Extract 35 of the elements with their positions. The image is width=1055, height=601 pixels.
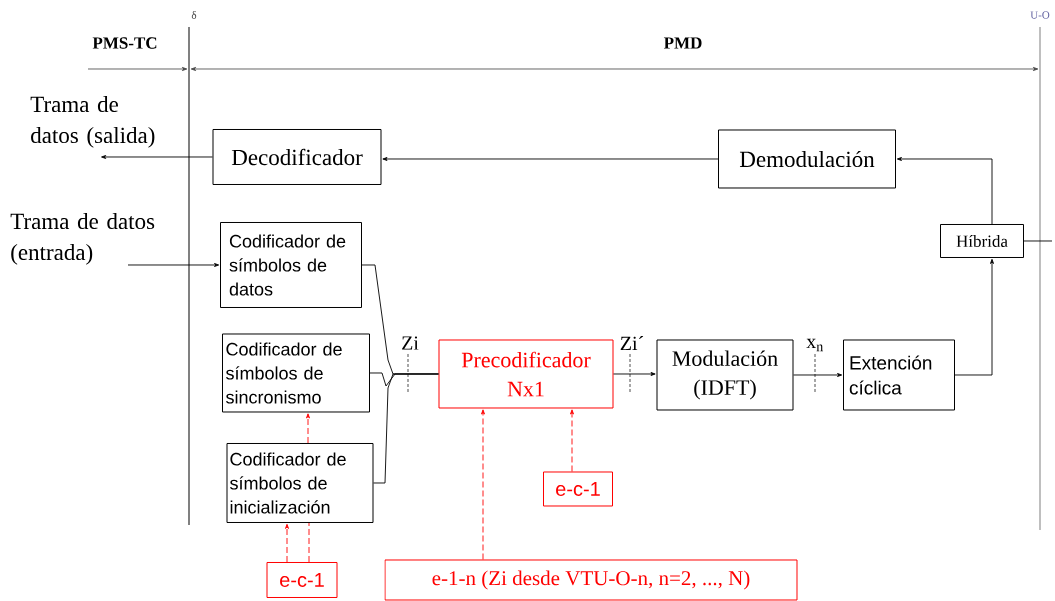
parameter-box: e-c-1 bbox=[266, 562, 338, 598]
edge-label: Zi bbox=[400, 335, 420, 351]
arrow bbox=[285, 523, 289, 563]
arrow bbox=[481, 409, 485, 560]
arrow bbox=[896, 157, 993, 225]
text-label: PMS-TC bbox=[92, 37, 157, 49]
parameter-box: e-1-n (Zi desde VTU-O-n, n=2, ..., N) bbox=[384, 559, 798, 601]
text-label: PMD bbox=[663, 37, 702, 49]
connector-line bbox=[373, 373, 439, 484]
arrow bbox=[306, 413, 310, 444]
process-box: Precodificador Nx1 bbox=[438, 339, 614, 409]
arrow bbox=[382, 157, 719, 161]
connector-line bbox=[308, 522, 310, 563]
edge-label: Zi´ bbox=[618, 335, 646, 351]
edge-label: x$_{n}$ bbox=[805, 337, 825, 353]
parameter-box: e-c-1 bbox=[543, 471, 613, 507]
process-box: Codificador de símbolos de sincronismo bbox=[222, 333, 370, 413]
text-label: Trama de datos (salida) bbox=[30, 95, 155, 148]
process-box: Extención cíclica bbox=[843, 339, 955, 411]
process-box: Decodificador bbox=[212, 129, 382, 185]
text-label: δ bbox=[191, 11, 197, 19]
arrow bbox=[101, 155, 213, 159]
process-box: Demodulación bbox=[718, 129, 896, 189]
arrow bbox=[570, 409, 574, 472]
connector-line bbox=[1023, 240, 1053, 242]
arrow bbox=[127, 263, 220, 267]
arrow bbox=[954, 258, 994, 376]
text-label: Trama de datos (entrada) bbox=[10, 212, 155, 265]
process-box: Modulación (IDFT) bbox=[656, 339, 794, 411]
text-label: U-O bbox=[1030, 11, 1050, 19]
arrow bbox=[793, 373, 843, 377]
process-box: Codificador de símbolos de inicialización bbox=[226, 443, 374, 523]
process-box: Híbrida bbox=[940, 224, 1024, 258]
arrow bbox=[613, 372, 656, 376]
process-box: Codificador de símbolos de datos bbox=[220, 222, 362, 308]
